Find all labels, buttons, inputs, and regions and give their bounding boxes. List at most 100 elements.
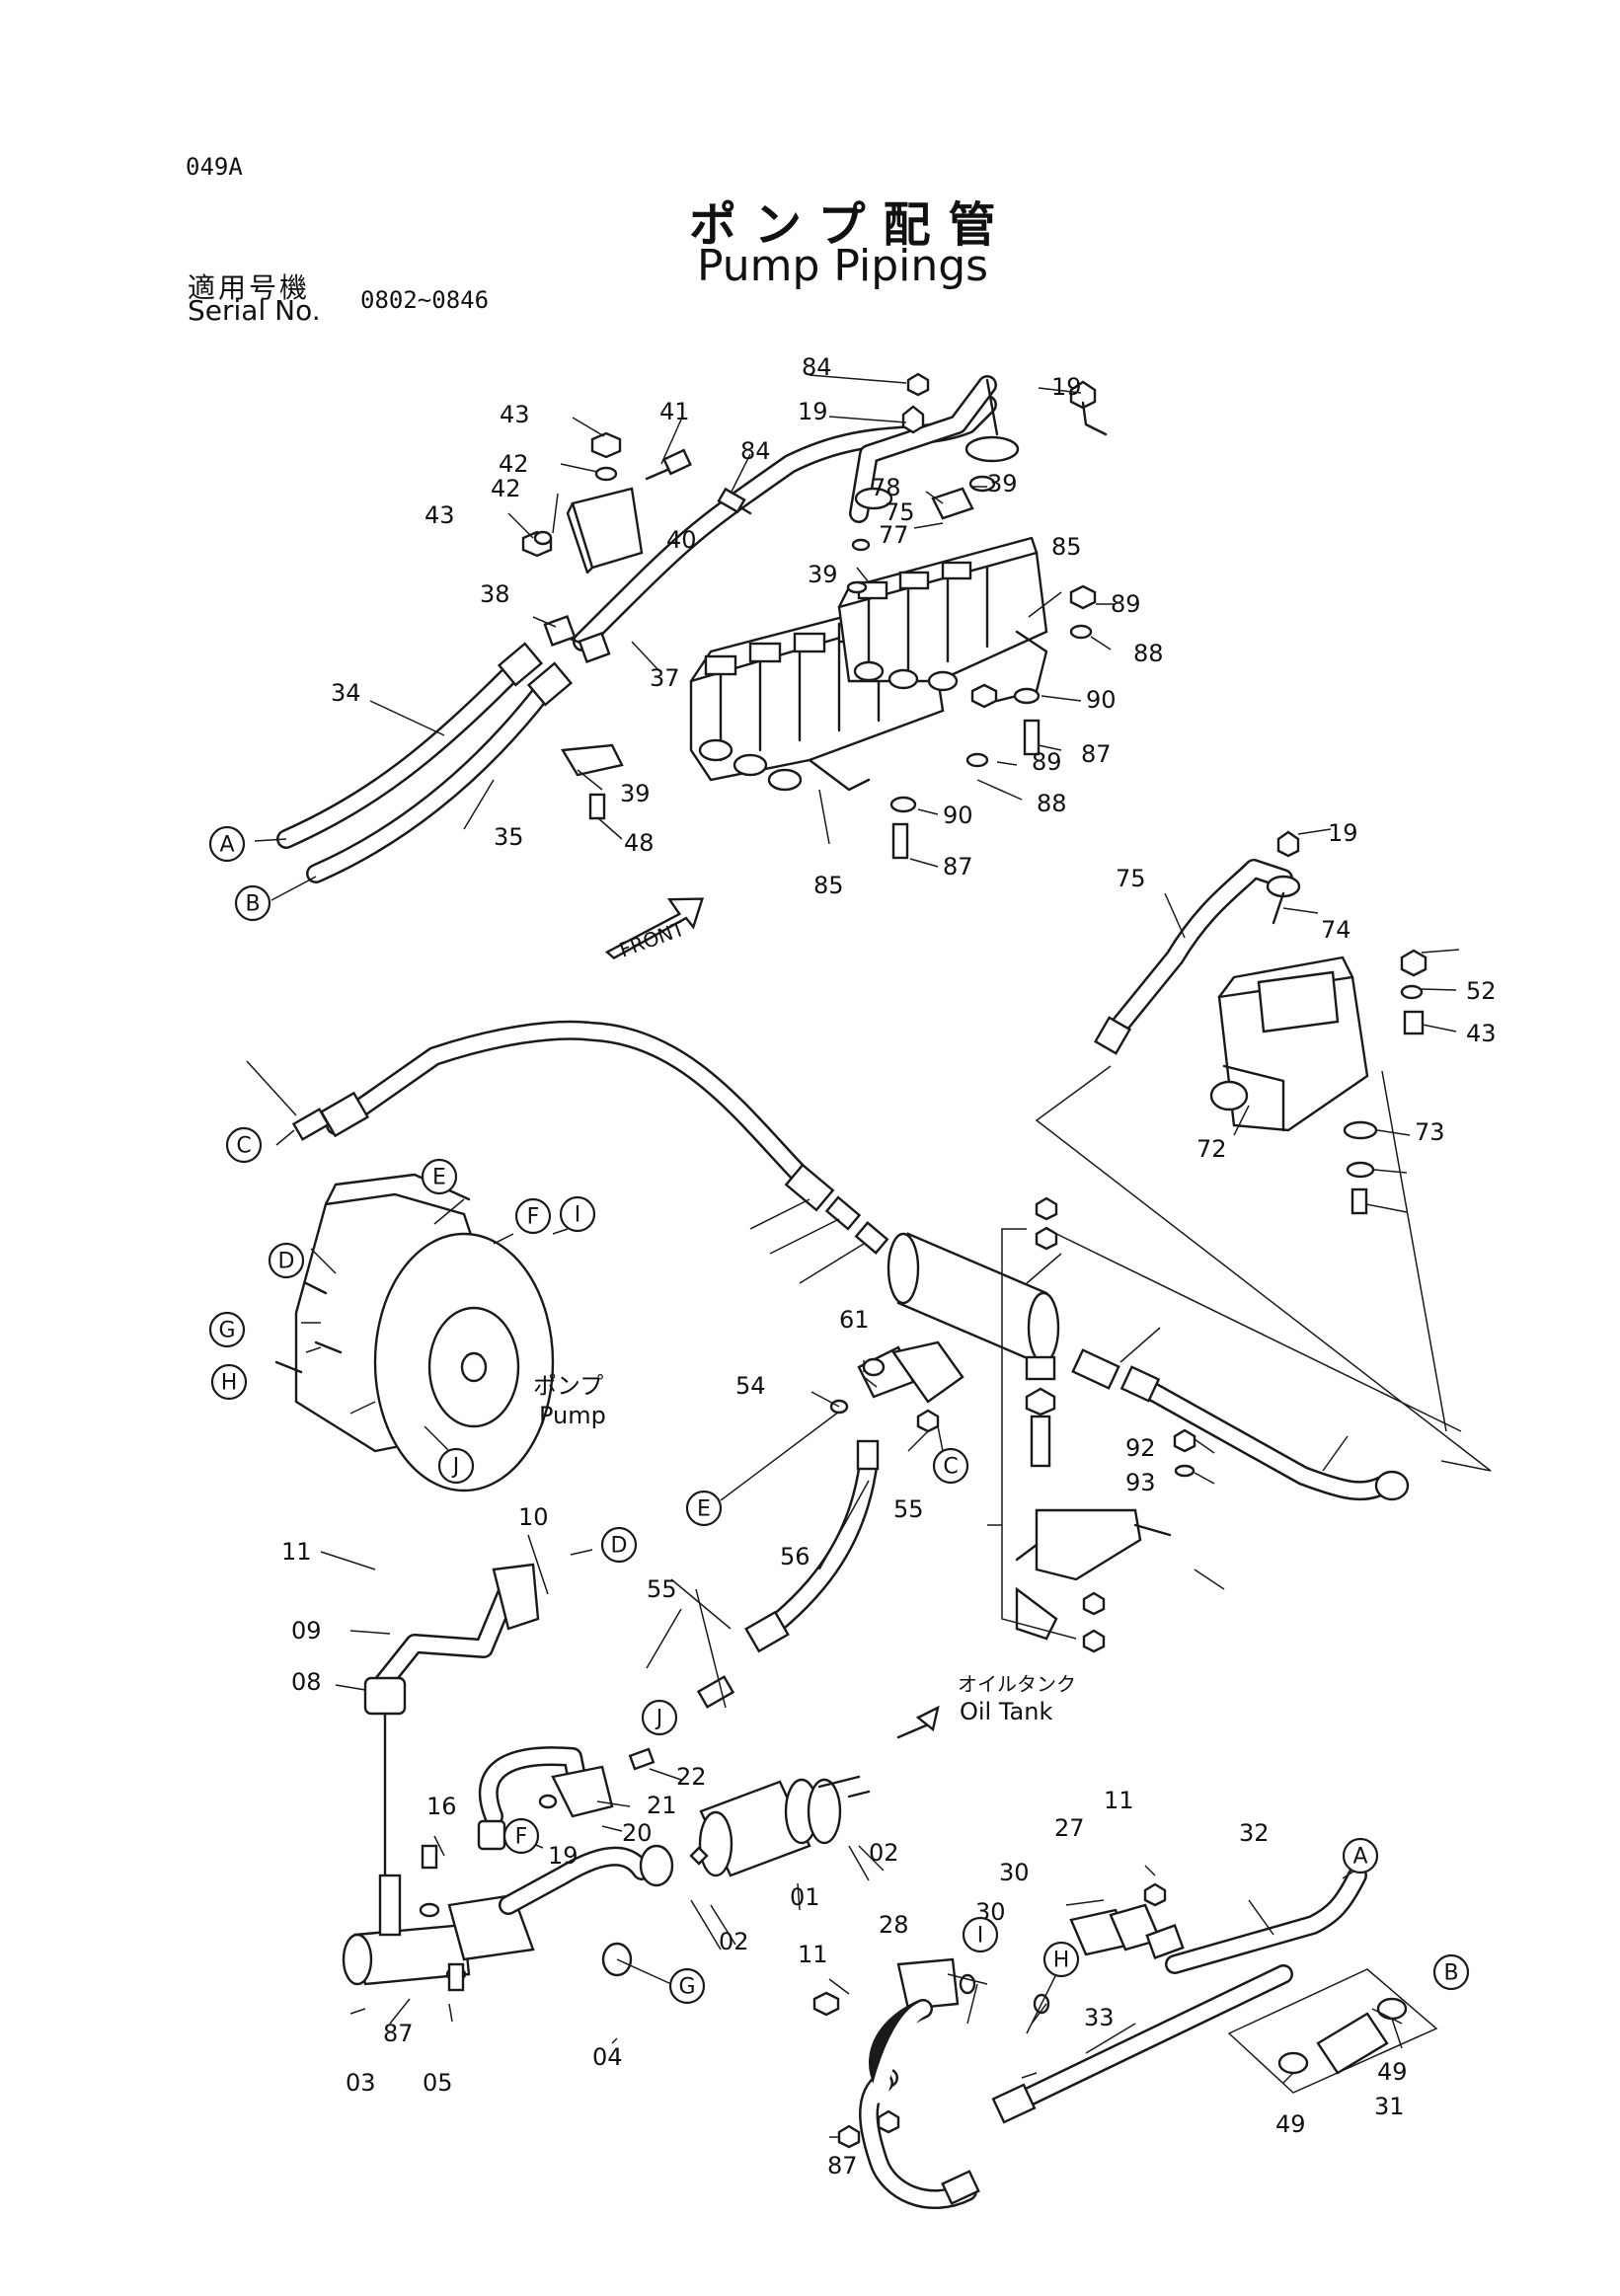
part-number: 27: [1054, 1814, 1085, 1842]
front-arrow: FRONT: [604, 897, 705, 962]
hose-31-group: [1277, 1997, 1408, 2075]
oil-tank-label-en: Oil Tank: [960, 1698, 1052, 1725]
serial-label-japanese: 適用号機: [188, 271, 311, 304]
part-number: 75: [885, 498, 915, 526]
connection-point-g-mid: G: [668, 1967, 706, 2005]
part-number: 88: [1133, 640, 1164, 667]
svg-text:A: A: [1352, 1845, 1367, 1870]
part-number: 11: [798, 1941, 828, 1968]
pipe-09-08-03: [342, 1563, 652, 1992]
part-number: 38: [480, 580, 510, 608]
part-number: 20: [622, 1819, 653, 1847]
title-english: Pump Pipings: [697, 241, 989, 291]
part-number: 04: [592, 2043, 623, 2071]
connection-point-e-pump: E: [421, 1158, 458, 1195]
connection-point-d-mid: D: [600, 1526, 638, 1564]
svg-text:E: E: [432, 1166, 446, 1190]
connection-point-h-low: H: [1042, 1941, 1080, 1978]
part-number: 08: [291, 1668, 322, 1696]
part-number: 89: [1032, 748, 1062, 776]
leader-56-83: [1035, 1065, 1492, 1472]
part-number: 48: [624, 829, 655, 857]
bracket-39: [560, 487, 644, 777]
part-number: 19: [1051, 373, 1082, 401]
svg-text:G: G: [678, 1975, 695, 2000]
part-number: 78: [871, 474, 901, 501]
return-pipe-35: [573, 375, 1020, 651]
svg-text:D: D: [611, 1534, 628, 1559]
part-number: 32: [1239, 1819, 1270, 1847]
part-number: 43: [424, 501, 455, 529]
svg-text:H: H: [1053, 1949, 1070, 1973]
part-number: 54: [735, 1372, 766, 1400]
part-number: 55: [647, 1575, 677, 1603]
lower-hoses: [812, 1866, 1367, 2209]
pump-label-en: Pump: [539, 1402, 606, 1429]
leader-66-83: [1381, 1070, 1447, 1432]
leader-31-34: [1227, 1968, 1438, 2094]
title-japanese: ポンプ配管: [689, 197, 1014, 253]
top-fasteners: [521, 372, 1108, 860]
part-number: 42: [491, 475, 521, 502]
connection-point-f-pump: F: [514, 1197, 552, 1235]
serial-label-english: Serial No.: [188, 294, 321, 327]
pump-assembly: ポンプ Pump: [274, 1173, 606, 1492]
connection-point-d-pump: D: [268, 1242, 305, 1279]
hoses-32-33: [276, 642, 574, 883]
part-number: 37: [650, 664, 680, 692]
part-number: 74: [1321, 916, 1351, 944]
svg-text:B: B: [1443, 1961, 1458, 1986]
part-number: 87: [383, 2020, 414, 2047]
page-code: 049A: [186, 153, 243, 181]
part-number: 02: [869, 1839, 899, 1867]
part-number: 11: [1104, 1787, 1134, 1814]
hose-20-group: [477, 1746, 656, 1851]
part-number: 28: [879, 1911, 909, 1939]
connection-point-i-pump: I: [559, 1195, 596, 1233]
part-number: 39: [987, 470, 1018, 497]
pipe-36-hoses: [543, 615, 611, 663]
svg-text:I: I: [977, 1924, 984, 1949]
svg-text:D: D: [278, 1250, 295, 1274]
part-number: 42: [499, 450, 529, 478]
svg-text:I: I: [575, 1203, 581, 1228]
pressure-hose-85: [291, 1020, 889, 1255]
part-number: 05: [423, 2069, 453, 2097]
part-number: 01: [790, 1883, 820, 1911]
svg-text:F: F: [527, 1205, 540, 1230]
leader-93: [1001, 1228, 1077, 1640]
part-number: 19: [1328, 819, 1358, 847]
part-number: 10: [518, 1503, 549, 1531]
part-number: 09: [291, 1617, 322, 1645]
part-number: 39: [620, 780, 651, 807]
connection-point-e-mid: E: [685, 1490, 723, 1527]
part-number: 43: [500, 401, 530, 428]
svg-text:B: B: [245, 892, 260, 917]
part-number: 56: [780, 1543, 810, 1570]
part-number: 22: [676, 1763, 707, 1791]
valve-66-group: [1093, 830, 1427, 1215]
leader-92-83: [1045, 1228, 1462, 1432]
part-number: 89: [1111, 590, 1141, 618]
oil-tank-label-jp: オイルタンク: [958, 1672, 1076, 1696]
pump-label-jp: ポンプ: [533, 1372, 603, 1400]
part-number: 93: [1125, 1469, 1156, 1496]
part-number: 35: [494, 823, 524, 851]
part-number: 52: [1466, 977, 1497, 1005]
svg-text:G: G: [218, 1319, 235, 1343]
svg-text:F: F: [515, 1825, 528, 1850]
part-number: 39: [808, 561, 838, 588]
part-number: 11: [281, 1538, 312, 1566]
part-number: 43: [1466, 1020, 1497, 1047]
part-number: 92: [1125, 1434, 1156, 1462]
part-number: 19: [798, 398, 828, 425]
svg-text:E: E: [697, 1497, 711, 1522]
part-number: 75: [1116, 865, 1146, 892]
svg-text:J: J: [655, 1707, 663, 1731]
svg-text:A: A: [219, 833, 234, 858]
part-number: 16: [426, 1793, 457, 1820]
part-number: 87: [943, 853, 973, 880]
control-valve-group: [689, 536, 1048, 792]
